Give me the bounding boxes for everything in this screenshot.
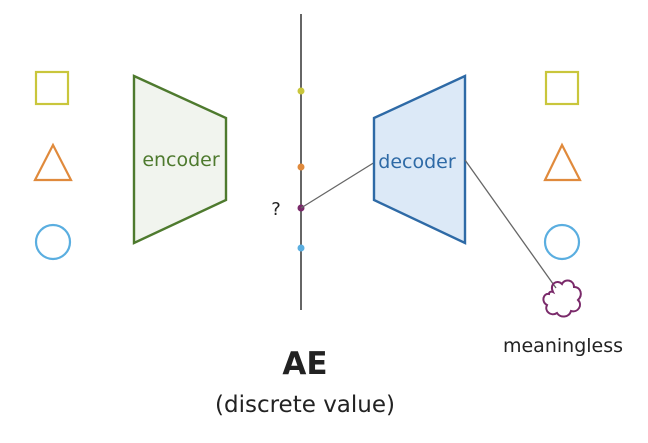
latent-point-blue [297,244,305,252]
cloud-icon [542,279,582,318]
decoder-block [372,74,467,245]
input-square-icon [34,70,70,106]
output-square-icon [544,70,580,106]
latent-to-decoder-line [300,161,376,209]
input-triangle-icon [33,142,73,182]
encoder-block [132,74,228,245]
output-triangle-icon [543,142,582,182]
decoder-to-cloud-line [464,159,557,289]
input-circle-icon [34,223,72,261]
latent-point-yellow [297,87,305,95]
output-circle-icon [543,223,581,261]
diagram-subtitle: (discrete value) [215,392,395,418]
question-mark: ? [271,199,281,220]
encoder-label: encoder [142,149,220,171]
decoder-label: decoder [378,151,456,173]
diagram-title: AE [282,346,327,382]
meaningless-label: meaningless [503,335,623,357]
latent-point-orange [297,163,305,171]
